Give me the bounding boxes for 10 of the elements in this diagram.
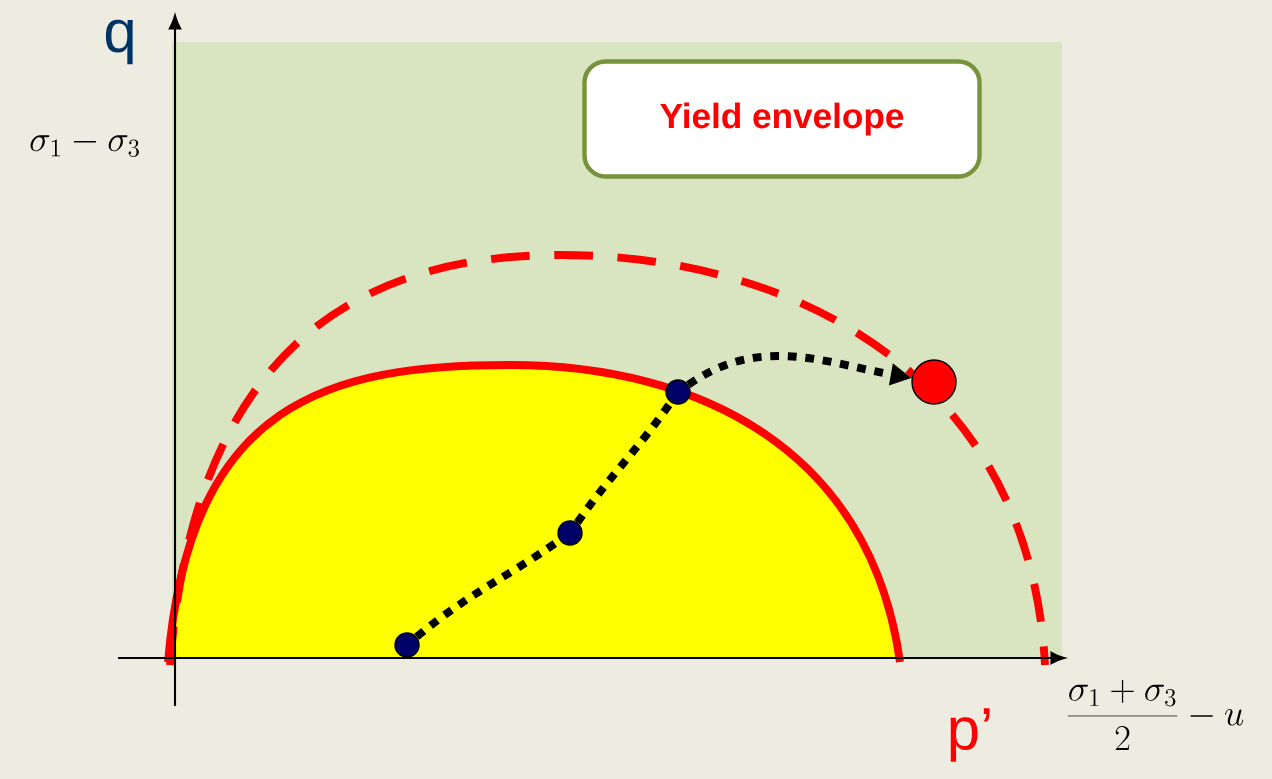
- label-box: Yield envelope: [582, 59, 982, 179]
- stress-point: [557, 520, 583, 546]
- axis-formula: $\sigma_1 - \sigma_3$: [30, 135, 139, 157]
- stress-point: [394, 632, 420, 658]
- axis-formula: $\frac{\sigma_1 + \sigma_3}{2} - u$: [1067, 679, 1244, 751]
- stress-path: [574, 400, 674, 525]
- stress-point: [665, 379, 691, 405]
- axis-label: p’: [950, 708, 990, 762]
- failure-point: [911, 359, 957, 405]
- axis-label: q: [105, 19, 133, 65]
